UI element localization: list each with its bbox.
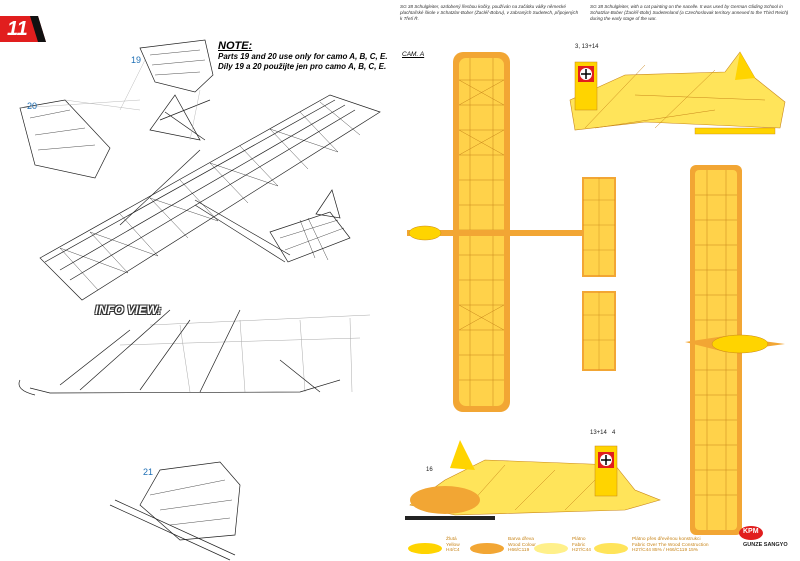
info-view-detail xyxy=(18,309,341,396)
swatch-fabric xyxy=(534,543,568,554)
decal-label-4: 4 xyxy=(612,430,616,436)
color-profiles xyxy=(405,51,786,535)
note-title: NOTE: xyxy=(218,40,253,52)
decal-label-top-tail: 3, 13+14 xyxy=(575,44,599,50)
callout-19: 19 xyxy=(131,55,142,65)
callout-20: 20 xyxy=(27,101,38,111)
callout-21: 21 xyxy=(143,467,154,477)
assembly-diagram xyxy=(18,39,381,561)
part-19-fairing xyxy=(139,39,214,93)
tail-plane xyxy=(269,211,351,263)
description-en: SG 38 Schulgleiter, with a cat painting … xyxy=(590,4,789,21)
decal-label-bottom-tail: 13+14 xyxy=(590,430,607,436)
page-number-badge: 11 xyxy=(0,16,46,42)
side-view-top xyxy=(569,51,786,135)
part-20-fairing xyxy=(19,99,111,179)
page-number: 11 xyxy=(7,18,28,40)
wing-plan-right xyxy=(685,165,785,535)
gunze-logo: GUNZE SANGYO xyxy=(743,542,788,548)
side-view-bottom xyxy=(405,440,661,520)
part-21-detail xyxy=(139,461,241,541)
camo-label: CAM. A xyxy=(402,51,425,58)
description-cz: SG 38 Schulgleiter, ozdobený lřesbou koč… xyxy=(400,4,579,21)
swatch-yellow xyxy=(408,543,442,554)
note-line-cz: Díly 19 a 20 použijte jen pro camo A, B,… xyxy=(218,62,387,71)
top-view-plan xyxy=(407,52,616,412)
swatch-fabric-over-wood xyxy=(594,543,628,554)
decal-label-16: 16 xyxy=(426,467,433,473)
kpm-logo: KPM xyxy=(738,525,764,541)
info-view-title: INFO VIEW: xyxy=(95,303,162,317)
swatch-wood xyxy=(470,543,504,554)
note-line-en: Parts 19 and 20 use only for camo A, B, … xyxy=(218,52,388,61)
main-wing xyxy=(39,94,381,301)
